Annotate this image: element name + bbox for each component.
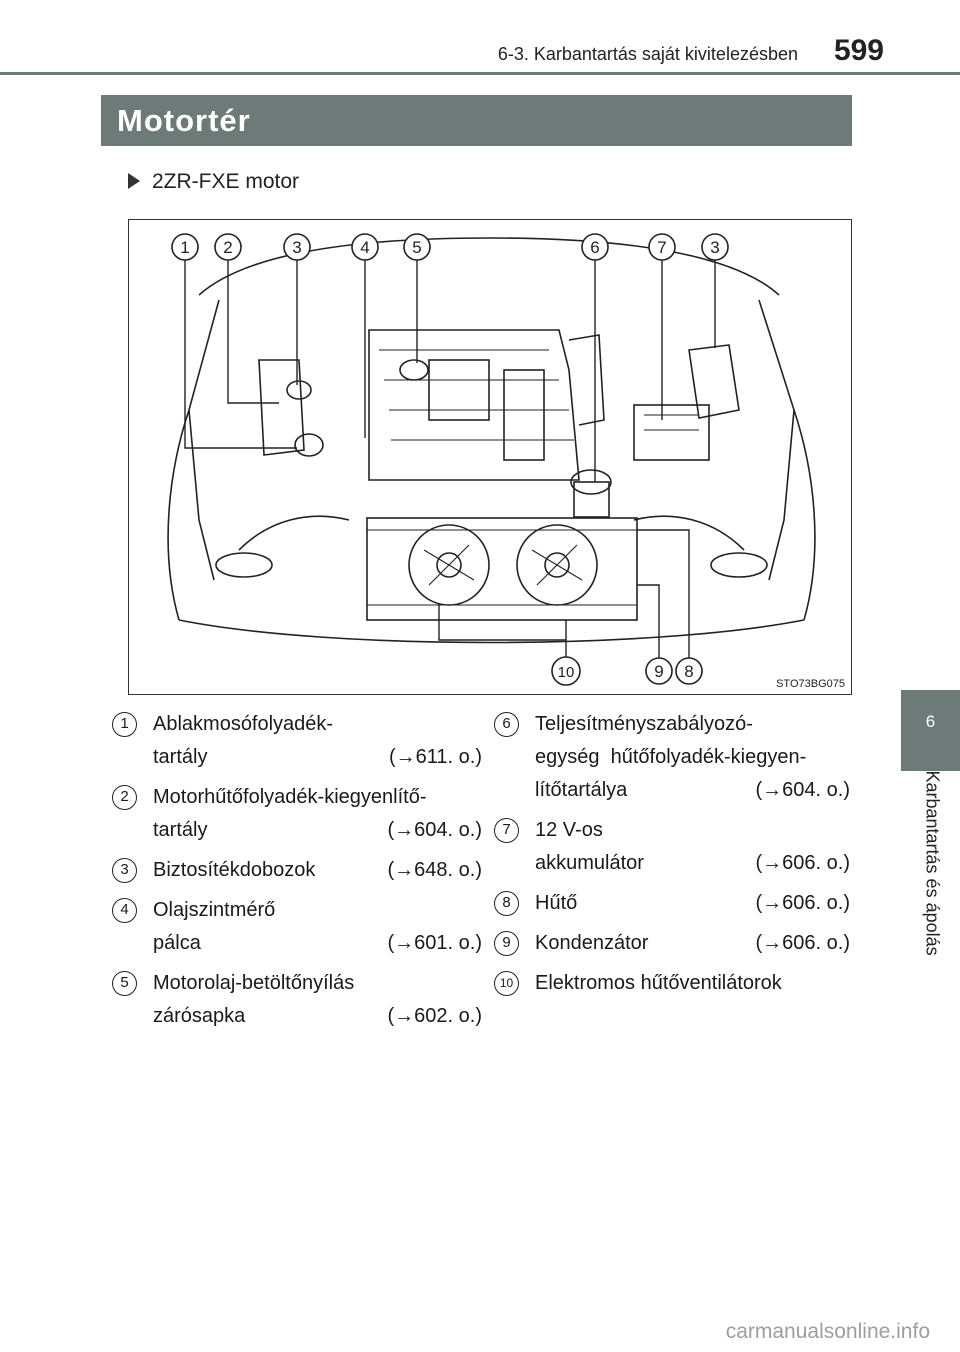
page-reference-link[interactable]: (→604. o.) bbox=[387, 819, 482, 841]
item-number: 5 bbox=[112, 971, 137, 996]
page-number: 599 bbox=[833, 34, 884, 67]
item-text: Elektromos hűtőventilátorok bbox=[535, 972, 782, 994]
item-line: Motorolaj-betöltőnyílás bbox=[153, 967, 482, 1000]
item-line: Biztosítékdobozok (→648. o.) bbox=[153, 854, 482, 887]
item-text: Teljesítményszabályozó- bbox=[535, 713, 753, 735]
callout-top-4: 4 bbox=[360, 238, 369, 257]
item-number: 2 bbox=[112, 785, 137, 810]
item-text: Motorhűtőfolyadék-kiegyenlítő- bbox=[153, 786, 427, 808]
item-line: egység hűtőfolyadék-kiegyen- bbox=[535, 741, 850, 774]
item-number: 3 bbox=[112, 858, 137, 883]
callout-top-2: 2 bbox=[223, 238, 232, 257]
item-text: tartály bbox=[153, 819, 208, 841]
header-divider bbox=[0, 72, 960, 75]
chapter-title: Karbantartás és ápolás bbox=[922, 770, 943, 956]
item-line: pálca (→601. o.) bbox=[153, 927, 482, 960]
chapter-tab[interactable]: 6 bbox=[901, 690, 960, 771]
item-line: Elektromos hűtőventilátorok bbox=[535, 967, 850, 1000]
page-reference-link[interactable]: (→606. o.) bbox=[755, 932, 850, 954]
item-line: zárósapka (→602. o.) bbox=[153, 1000, 482, 1033]
page-reference-link[interactable]: (→611. o.) bbox=[389, 746, 482, 768]
list-item: 7 12 V-os akkumulátor (→606. o.) bbox=[494, 814, 850, 880]
item-number: 1 bbox=[112, 712, 137, 737]
callout-top-7: 7 bbox=[657, 238, 666, 257]
page-reference-link[interactable]: (→601. o.) bbox=[387, 932, 482, 954]
list-item: 5 Motorolaj-betöltőnyílás zárósapka (→602… bbox=[112, 967, 482, 1033]
engine-bay-drawing: 1 2 3 4 5 6 7 3 10 9 8 bbox=[167, 233, 816, 686]
list-item: 1 Ablakmosófolyadék- tartály (→611. o.) bbox=[112, 708, 482, 774]
item-number: 8 bbox=[494, 891, 519, 916]
list-item: 4 Olajszintmérő pálca (→601. o.) bbox=[112, 894, 482, 960]
item-line: akkumulátor (→606. o.) bbox=[535, 847, 850, 880]
item-number: 6 bbox=[494, 712, 519, 737]
item-text: akkumulátor bbox=[535, 852, 644, 874]
item-line: 12 V-os bbox=[535, 814, 850, 847]
item-text: Motorolaj-betöltőnyílás bbox=[153, 972, 355, 994]
item-line: Hűtő (→606. o.) bbox=[535, 887, 850, 920]
header-section-title: 6-3. Karbantartás saját kivitelezésben bbox=[497, 44, 798, 64]
item-number: 9 bbox=[494, 931, 519, 956]
page-reference-link[interactable]: (→606. o.) bbox=[755, 852, 850, 874]
item-line: Kondenzátor (→606. o.) bbox=[535, 927, 850, 960]
item-line: tartály (→604. o.) bbox=[153, 814, 482, 847]
item-text: Kondenzátor bbox=[535, 932, 649, 954]
list-item: 8 Hűtő (→606. o.) bbox=[494, 887, 850, 920]
figure-code: STO73BG075 bbox=[776, 678, 845, 690]
page-reference-link[interactable]: (→604. o.) bbox=[755, 779, 850, 801]
item-number: 7 bbox=[494, 818, 519, 843]
engine-bay-illustration: 1 2 3 4 5 6 7 3 10 9 8 STO73BG075 bbox=[128, 219, 852, 695]
callout-top-3: 3 bbox=[292, 238, 301, 257]
item-line: Ablakmosófolyadék- bbox=[153, 708, 482, 741]
item-text: egység hűtőfolyadék-kiegyen- bbox=[535, 746, 807, 768]
item-text: Biztosítékdobozok bbox=[153, 859, 316, 881]
component-list-left: 1 Ablakmosófolyadék- tartály (→611. o.) 2… bbox=[112, 708, 482, 1040]
item-text: Olajszintmérő bbox=[153, 899, 276, 921]
item-line: lítőtartálya (→604. o.) bbox=[535, 774, 850, 807]
item-text: pálca bbox=[153, 932, 201, 954]
list-item: 9 Kondenzátor (→606. o.) bbox=[494, 927, 850, 960]
list-item: 10 Elektromos hűtőventilátorok bbox=[494, 967, 850, 1000]
item-number: 4 bbox=[112, 898, 137, 923]
list-item: 2 Motorhűtőfolyadék-kiegyenlítő- tartály… bbox=[112, 781, 482, 847]
callout-top-8: 3 bbox=[710, 238, 719, 257]
callout-bottom-10: 10 bbox=[558, 664, 575, 681]
callout-top-1: 1 bbox=[180, 238, 189, 257]
page-reference-link[interactable]: (→648. o.) bbox=[387, 859, 482, 881]
engine-subtitle: 2ZR-FXE motor bbox=[128, 170, 299, 194]
callout-bottom-8: 8 bbox=[684, 662, 693, 681]
item-text: 12 V-os bbox=[535, 819, 603, 841]
watermark: carmanualsonline.info bbox=[725, 1320, 930, 1343]
page-reference-link[interactable]: (→606. o.) bbox=[755, 892, 850, 914]
list-item: 6 Teljesítményszabályozó- egység hűtőfol… bbox=[494, 708, 850, 807]
item-line: Olajszintmérő bbox=[153, 894, 482, 927]
callout-top-5: 5 bbox=[412, 238, 421, 257]
bullet-arrow-icon bbox=[128, 173, 140, 189]
callout-bottom-9: 9 bbox=[654, 662, 663, 681]
item-text: zárósapka bbox=[153, 1005, 246, 1027]
list-item: 3 Biztosítékdobozok (→648. o.) bbox=[112, 854, 482, 887]
engine-subtitle-text: 2ZR-FXE motor bbox=[152, 170, 300, 193]
page-title: Motortér bbox=[101, 95, 852, 146]
item-text: Hűtő bbox=[535, 892, 578, 914]
item-text: lítőtartálya bbox=[535, 779, 628, 801]
item-number: 10 bbox=[494, 971, 519, 996]
component-list-right: 6 Teljesítményszabályozó- egység hűtőfol… bbox=[494, 708, 850, 1007]
item-text: tartály bbox=[153, 746, 208, 768]
item-line: Teljesítményszabályozó- bbox=[535, 708, 850, 741]
callouts: 1 2 3 4 5 6 7 3 10 9 8 bbox=[171, 233, 729, 686]
item-line: tartály (→611. o.) bbox=[153, 741, 482, 774]
callout-top-6: 6 bbox=[590, 238, 599, 257]
item-text: Ablakmosófolyadék- bbox=[153, 713, 334, 735]
chapter-side-label: Karbantartás és ápolás bbox=[912, 771, 948, 1000]
item-line: Motorhűtőfolyadék-kiegyenlítő- bbox=[153, 781, 482, 814]
page-reference-link[interactable]: (→602. o.) bbox=[387, 1005, 482, 1027]
